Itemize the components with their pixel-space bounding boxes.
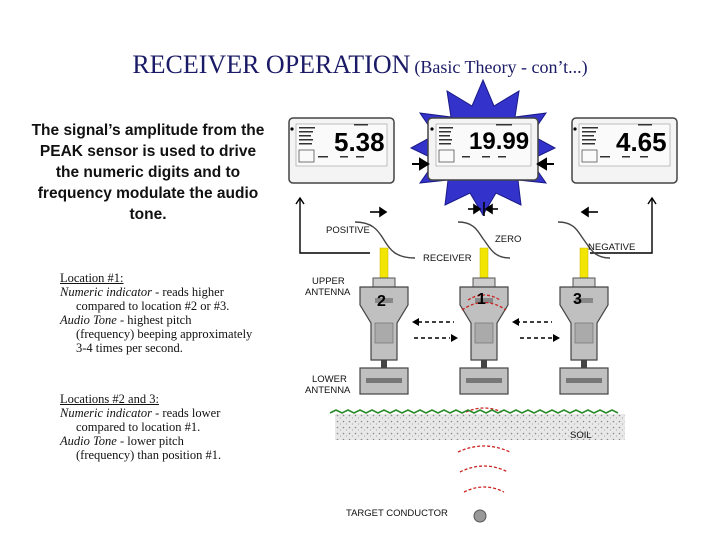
location-1-heading: Location #1: [60,271,124,285]
label-receiver: RECEIVER [423,253,472,264]
grass-line [329,409,619,414]
location-23-audio-text: - lower pitch [116,434,184,448]
location-23-audio-cont: (frequency) than position #1. [76,448,222,462]
label-soil: SOIL [570,430,592,441]
center-pointer-arrows [412,157,554,171]
location-23-numeric-cont: compared to location #1. [76,420,201,434]
location-1-audio-label: Audio Tone [60,313,117,327]
display-center-value: 19.99 [469,128,529,155]
location-1-notes: Location #1: Numeric indicator - reads h… [60,271,265,355]
location-1-audio-cont: (frequency) beeping approximately 3-4 ti… [76,327,253,355]
page-title: RECEIVER OPERATION (Basic Theory - con’t… [0,50,720,80]
label-positive: POSITIVE [326,225,370,236]
location-1-numeric-cont: compared to location #2 or #3. [76,299,230,313]
bracket-lines [295,196,657,254]
label-lower-antenna-2: ANTENNA [305,385,351,396]
title-main: RECEIVER OPERATION [132,50,411,79]
location-23-notes: Locations #2 and 3: Numeric indicator - … [60,392,265,462]
intro-text: The signal’s amplitude from the PEAK sen… [31,122,265,223]
location-23-audio-label: Audio Tone [60,434,117,448]
display-left: 5.38 [288,117,395,184]
title-sub: (Basic Theory - con’t...) [414,57,588,77]
position-number-right: 3 [573,291,582,308]
position-number-center: 1 [477,291,486,308]
label-negative: NEGATIVE [588,242,636,253]
peak-sensors [379,247,589,279]
position-number-left: 2 [377,293,386,310]
label-zero: ZERO [495,234,522,245]
label-lower-antenna-1: LOWER [312,374,347,385]
field-arrows [414,321,556,339]
receiver-probe-right [559,277,609,395]
location-1-numeric-label: Numeric indicator [60,285,153,299]
field-arrowheads [412,318,560,342]
label-upper-antenna-2: ANTENNA [305,287,351,298]
response-curves [354,221,611,259]
location-1-numeric-text: - reads higher [152,285,224,299]
label-upper-antenna-1: UPPER [312,276,345,287]
location-23-numeric-label: Numeric indicator [60,406,153,420]
soil-layer [335,414,625,440]
receiver-probe-left [359,277,409,395]
location-23-numeric-text: - reads lower [152,406,221,420]
display-right-value: 4.65 [616,127,667,157]
location-1-audio-text: - highest pitch [116,313,192,327]
display-right: 4.65 [571,117,678,184]
label-target-conductor: TARGET CONDUCTOR [346,508,448,519]
target-conductor-icon [473,509,487,523]
location-23-heading: Locations #2 and 3: [60,392,159,406]
direction-arrows [370,202,598,218]
display-left-value: 5.38 [334,127,385,157]
display-center: 19.99 [427,117,539,181]
